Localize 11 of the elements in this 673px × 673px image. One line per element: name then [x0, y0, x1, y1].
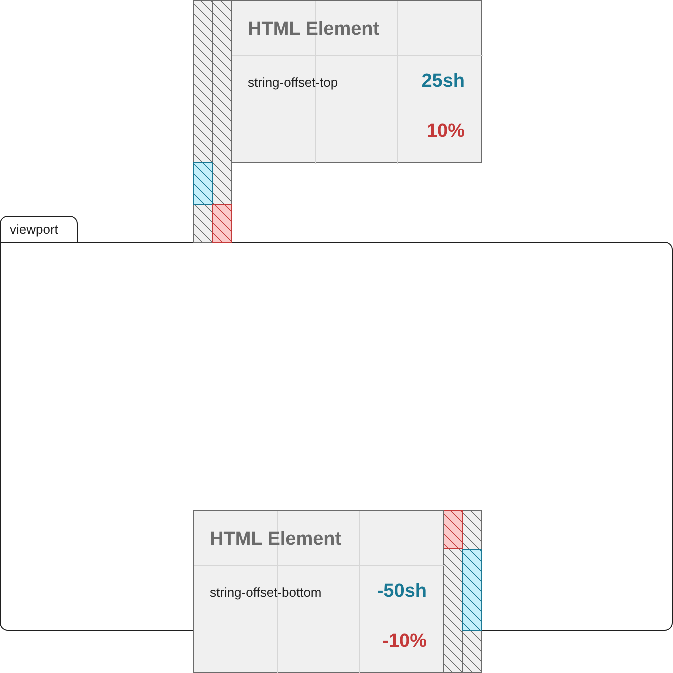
property-name: string-offset-top [248, 75, 338, 91]
card-title: HTML Element [248, 19, 380, 42]
percent-value: 10% [426, 121, 465, 144]
percent-value: -10% [382, 631, 427, 654]
viewport-tab: viewport [0, 216, 78, 243]
element-card [193, 510, 444, 673]
property-name: string-offset-bottom [210, 585, 322, 601]
element-card [231, 0, 482, 163]
offset-value: -50sh [377, 581, 427, 604]
card-title: HTML Element [210, 529, 342, 552]
offset-value: 25sh [422, 71, 465, 94]
